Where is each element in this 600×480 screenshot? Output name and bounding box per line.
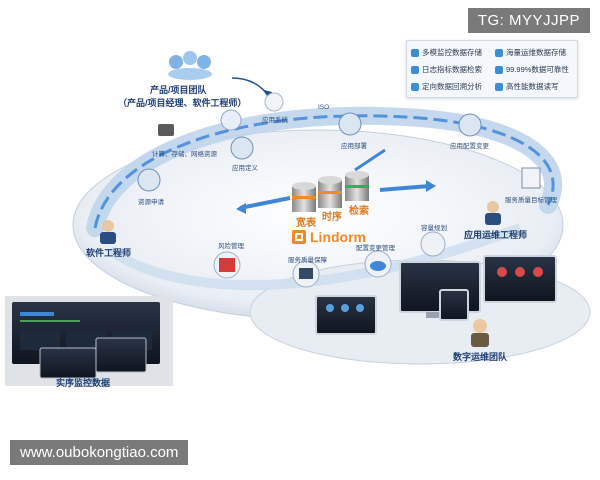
label-compute-storage: 计算、存储、网络资源 — [152, 151, 217, 158]
monitor-devices — [315, 255, 557, 335]
lower-ring — [107, 223, 522, 291]
inner-arrow-left — [239, 196, 291, 210]
star-icon — [411, 65, 419, 74]
outer-ring-inner — [93, 114, 555, 229]
watermark-bottom: www.oubokongtiao.com — [10, 440, 189, 465]
legend-item: 定向数据回溯分析 — [411, 81, 482, 92]
feature-legend: 多模监控数据存储 海量运维数据存储 日志指标数据检索 99.99%数据可靠性 定… — [406, 40, 578, 98]
role-digital-ops-team: 数字运维团队 — [453, 352, 508, 362]
legend-label: 99.99%数据可靠性 — [506, 65, 569, 74]
dashboard-panel — [5, 296, 173, 386]
product-team-title: 产品/项目团队 — [150, 85, 207, 95]
target-icon — [411, 82, 419, 91]
legend-item: 99.99%数据可靠性 — [495, 64, 569, 75]
legend-label: 定向数据回溯分析 — [422, 82, 482, 91]
product-team-icon — [168, 51, 212, 80]
legend-item: 高性能数据读写 — [495, 81, 559, 92]
legend-label: 多模监控数据存储 — [422, 48, 482, 57]
storage-icon — [411, 48, 419, 57]
legend-label: 高性能数据读写 — [506, 82, 559, 91]
legend-label: 海量运维数据存储 — [506, 48, 566, 57]
core-kuanbiao: 宽表 — [296, 218, 316, 229]
db-cylinders — [292, 171, 369, 212]
target-icon — [495, 82, 503, 91]
watermark-top: TG: MYYJJPP — [467, 8, 590, 33]
label-sqa: 服务质量保障 — [288, 257, 327, 264]
label-capacity: 容量规划 — [421, 225, 447, 232]
label-app-system: 应用系统 — [262, 117, 288, 124]
inner-arrow-right — [379, 184, 431, 192]
storage-icon — [495, 48, 503, 57]
product-team-subtitle: （产品/项目经理、软件工程师） — [118, 98, 247, 108]
digital-ops-team-icon — [471, 319, 489, 347]
legend-item: 海量运维数据存储 — [495, 47, 566, 58]
label-resource-request: 资源申请 — [138, 199, 164, 206]
legend-item: 多模监控数据存储 — [411, 47, 482, 58]
star-icon — [495, 65, 503, 74]
lindorm-name: Lindorm — [310, 229, 366, 245]
core-jiansuo: 检索 — [349, 206, 369, 217]
label-iso: ISO — [318, 104, 330, 111]
label-app-deploy: 应用部署 — [341, 143, 367, 150]
label-config-change: 配置变更管理 — [356, 245, 395, 252]
ring-nodes — [137, 92, 541, 192]
capacity-icon — [420, 231, 446, 257]
lindorm-brand: Lindorm — [292, 229, 366, 245]
role-app-ops-engineer: 应用运维工程师 — [464, 230, 528, 240]
label-app-config: 应用配置变更 — [450, 143, 489, 150]
inner-arrow-up — [354, 148, 386, 172]
legend-item: 日志指标数据检索 — [411, 64, 482, 75]
legend-label: 日志指标数据检索 — [422, 65, 482, 74]
label-risk: 风险管理 — [218, 243, 244, 250]
role-software-engineer: 软件工程师 — [86, 248, 132, 258]
lindorm-logo-icon — [292, 230, 306, 244]
label-service-quality-target: 服务质量目标管理 — [505, 197, 557, 204]
app-ops-engineer-icon — [485, 201, 501, 225]
label-app-definition: 应用定义 — [232, 165, 258, 172]
software-engineer-icon — [100, 220, 116, 244]
core-shixu: 时序 — [322, 212, 342, 223]
monitor-data-label: 实序监控数据 — [56, 378, 111, 388]
